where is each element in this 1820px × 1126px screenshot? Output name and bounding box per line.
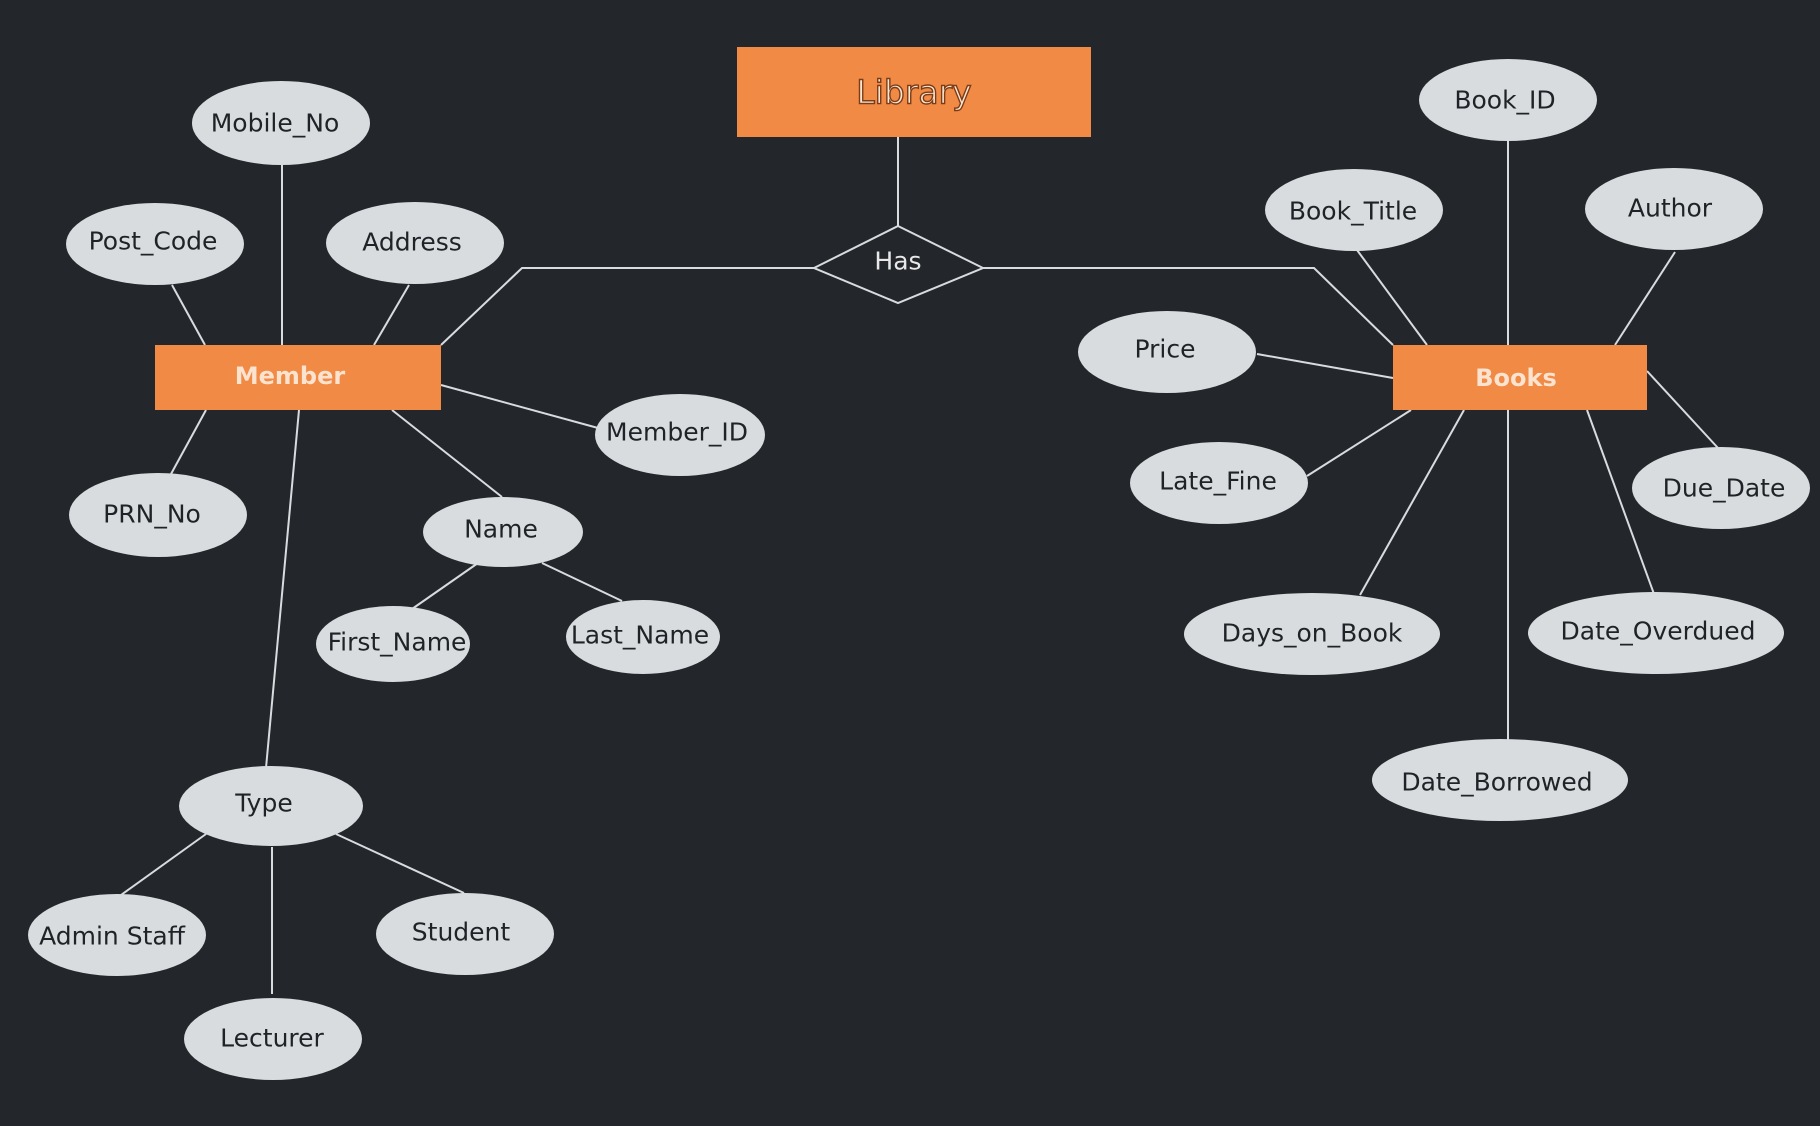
attribute-label: Book_Title <box>1289 197 1417 226</box>
attribute-mobile-no: Mobile_No <box>192 81 370 165</box>
books-entity: Books <box>1393 345 1647 410</box>
relationship-diamond <box>811 224 986 305</box>
attribute-label: Days_on_Book <box>1222 619 1403 648</box>
attribute-label: Member_ID <box>606 418 748 447</box>
attribute-last-name: Last_Name <box>566 600 720 674</box>
attribute-label: Mobile_No <box>211 109 340 138</box>
book-attributes: Book_ID Book_Title Author Price Late_Fin… <box>1078 59 1810 821</box>
library-title-box: Library <box>737 47 1091 137</box>
attribute-label: Date_Overdued <box>1561 617 1756 646</box>
relationship-label: Has <box>874 247 921 276</box>
attribute-lecturer: Lecturer <box>184 998 362 1080</box>
books-entity-label: Books <box>1475 364 1557 392</box>
member-entity: Member <box>155 345 441 410</box>
books-entity-rect <box>1393 345 1647 410</box>
attribute-author: Author <box>1585 168 1763 250</box>
library-title-rect <box>737 47 1091 137</box>
attribute-book-id: Book_ID <box>1419 59 1597 141</box>
attribute-label: Price <box>1135 335 1196 364</box>
attribute-label: Due_Date <box>1663 474 1786 503</box>
attribute-label: Student <box>412 918 511 947</box>
attribute-admin-staff: Admin Staff <box>28 894 206 976</box>
attribute-name: Name <box>423 497 583 567</box>
attribute-label: Late_Fine <box>1159 467 1277 496</box>
attribute-student: Student <box>376 893 554 975</box>
attribute-post-code: Post_Code <box>66 203 244 285</box>
attribute-label: Post_Code <box>89 227 218 256</box>
attribute-first-name: First_Name <box>316 606 470 682</box>
attribute-date-overdued: Date_Overdued <box>1528 592 1784 674</box>
member-attributes: Mobile_No Post_Code Address Member_ID PR… <box>28 81 765 1080</box>
attribute-label: Lecturer <box>220 1024 324 1053</box>
member-entity-label: Member <box>235 362 346 390</box>
attribute-price: Price <box>1078 311 1256 393</box>
attribute-label: Type <box>234 789 292 818</box>
attribute-label: Author <box>1628 194 1713 223</box>
attribute-due-date: Due_Date <box>1632 447 1810 529</box>
attribute-label: PRN_No <box>103 500 201 529</box>
attribute-label: Date_Borrowed <box>1401 768 1592 797</box>
attribute-prn-no: PRN_No <box>69 473 247 557</box>
attribute-late-fine: Late_Fine <box>1130 442 1308 524</box>
attribute-type: Type <box>179 766 363 846</box>
attribute-days-on-book: Days_on_Book <box>1184 593 1440 675</box>
attribute-label: Admin Staff <box>39 922 186 951</box>
attribute-date-borrowed: Date_Borrowed <box>1372 739 1628 821</box>
attribute-member-id: Member_ID <box>595 394 765 476</box>
attribute-label: Name <box>464 515 538 544</box>
connector-lines <box>120 137 1719 994</box>
attribute-label: First_Name <box>328 628 467 657</box>
attribute-book-title: Book_Title <box>1265 169 1443 251</box>
member-entity-rect <box>155 345 441 410</box>
attribute-label: Book_ID <box>1454 86 1555 115</box>
attribute-label: Last_Name <box>571 621 709 650</box>
attribute-address: Address <box>326 202 504 284</box>
library-title: Library <box>856 73 971 112</box>
has-relationship: Has <box>811 224 986 305</box>
attribute-label: Address <box>362 228 462 257</box>
